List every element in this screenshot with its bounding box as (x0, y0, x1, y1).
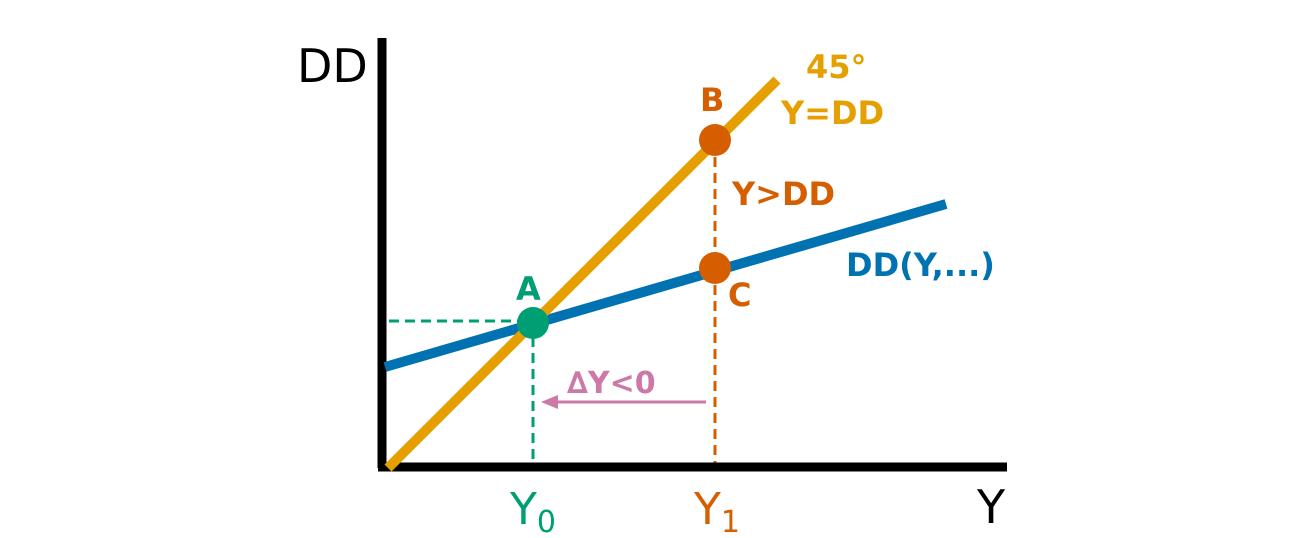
tick-y1: Y1 (693, 484, 740, 538)
demand-line (383, 199, 948, 372)
point-c (699, 252, 731, 284)
line-45-label-bottom: Y=DD (780, 94, 884, 132)
point-a-label: A (516, 270, 541, 308)
delta-arrow-head (541, 395, 558, 409)
point-c-label: C (728, 276, 751, 314)
excess-supply-label: Y>DD (731, 175, 835, 213)
point-b-label: B (700, 81, 724, 119)
tick-y0: Y0 (509, 484, 556, 538)
y-axis-label: DD (297, 39, 368, 93)
point-a (517, 307, 549, 339)
demand-line-label: DD(Y,...) (846, 246, 995, 284)
point-b (699, 124, 731, 156)
delta-y-label: ∆Y<0 (567, 366, 656, 401)
x-axis-label: Y (976, 480, 1006, 534)
line-45-label-top: 45° (806, 48, 867, 86)
